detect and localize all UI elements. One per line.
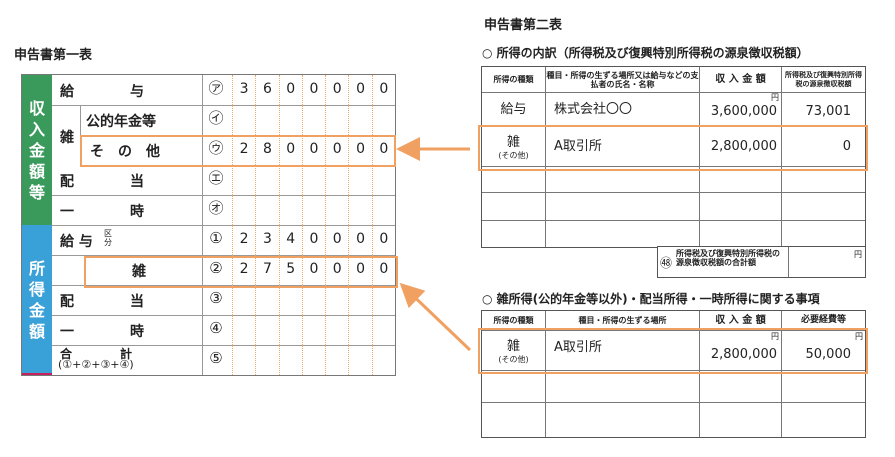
row2-tax[interactable]: 0 <box>782 127 865 167</box>
highlight-misc-row <box>478 328 868 374</box>
row-temporary: 一 時 ㋔ <box>52 195 395 226</box>
digits-dividend-amount[interactable] <box>232 285 395 315</box>
row-dividend-amount: 配 当 ③ <box>52 285 395 316</box>
digits-temporary-amount[interactable] <box>232 315 395 345</box>
form1-title: 申告書第一表 <box>14 48 93 63</box>
form2-title: 申告書第二表 <box>484 18 563 33</box>
magenta-band <box>22 373 52 375</box>
row1-kind: 給与 <box>482 93 546 127</box>
digits-total[interactable] <box>232 345 395 375</box>
row-dividend: 配 当 ㋓ <box>52 165 395 196</box>
row-total: 合 計 (①+②+③+④) ⑤ <box>52 345 395 375</box>
misc-income-table: 所得の種類 種目・所得の生ずる場所 収 入 金 額 必要経費等 雑(その他) A… <box>481 310 866 438</box>
row1-tax[interactable]: 73,001 <box>782 93 865 127</box>
highlight-zatsu-amount <box>84 256 398 288</box>
income-band: 収 入 金 額 等 <box>22 75 52 225</box>
withholding-total-box: ㊽ 所得税及び復興特別所得税の源泉徴収税額の合計額 円 <box>657 246 866 278</box>
digits-temporary[interactable] <box>232 195 395 225</box>
row2-income[interactable]: 2,800,000 <box>700 127 782 167</box>
s2-row1-kind: 雑(その他) <box>482 331 546 371</box>
digits-pension[interactable] <box>232 105 395 135</box>
highlight-other-income <box>80 135 396 167</box>
arrow-to-zatsu <box>399 282 472 352</box>
row-temporary-amount: 一 時 ④ <box>52 315 395 346</box>
row2-kind: 雑(その他) <box>482 127 546 167</box>
section1-heading: ○ 所得の内訳（所得税及び復興特別所得税の源泉徴収税額） <box>482 46 809 60</box>
section2-heading: ○ 雑所得(公的年金等以外)・配当所得・一時所得に関する事項 <box>482 292 820 306</box>
row-pension: 公的年金等 ㋑ <box>80 105 395 136</box>
row1-payer[interactable]: 株式会社〇〇 <box>546 93 700 127</box>
digits-dividend[interactable] <box>232 165 395 195</box>
highlight-zatsu-row <box>478 125 868 171</box>
s2-row1-place[interactable]: A取引所 <box>546 331 700 371</box>
zatsu-label: 雑 <box>60 130 74 146</box>
row2-payer[interactable]: A取引所 <box>546 127 700 167</box>
amount-band: 所 得 金 額 <box>22 225 52 375</box>
